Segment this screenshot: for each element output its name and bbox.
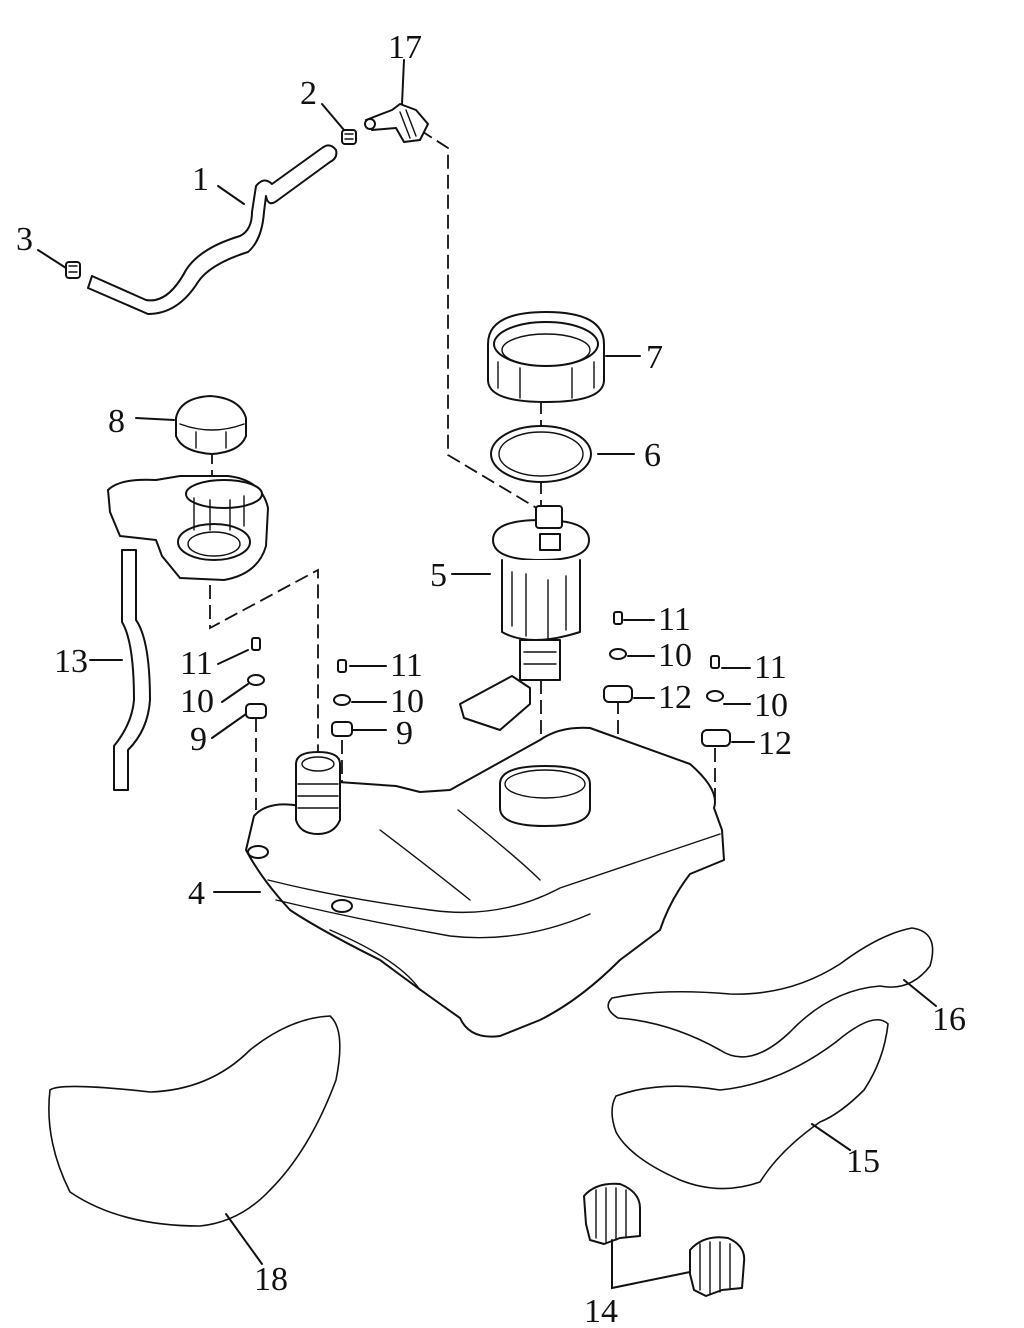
tank-pad-18 bbox=[48, 1015, 341, 1227]
callout-14: 14 bbox=[584, 1293, 618, 1328]
fuel-cap bbox=[175, 395, 247, 455]
callout-3: 3 bbox=[16, 221, 33, 258]
bolt-stack-right-b bbox=[701, 655, 731, 747]
callout-16: 16 bbox=[932, 1001, 966, 1038]
callout-4: 4 bbox=[188, 875, 205, 912]
callout-12-right-a: 12 bbox=[658, 679, 692, 716]
callout-8: 8 bbox=[108, 403, 125, 440]
callout-10-right-a: 10 bbox=[658, 637, 692, 674]
rubber-grommet-a bbox=[583, 1182, 641, 1245]
callout-11-center: 11 bbox=[390, 647, 423, 684]
callout-6: 6 bbox=[644, 437, 661, 474]
callout-12-right-b: 12 bbox=[758, 725, 792, 762]
callout-15: 15 bbox=[846, 1143, 880, 1180]
leader-lines bbox=[37, 59, 937, 1290]
fuel-tank bbox=[245, 726, 725, 1038]
callout-18: 18 bbox=[254, 1261, 288, 1298]
tank-pad-15 bbox=[611, 1018, 889, 1190]
fuel-pump-lock-ring bbox=[487, 311, 605, 403]
callout-9-left: 9 bbox=[190, 721, 207, 758]
hose-clamp-3 bbox=[65, 261, 81, 279]
hose-clamp-2 bbox=[341, 129, 357, 145]
callout-11-right-a: 11 bbox=[658, 601, 691, 638]
fuel-line-connector bbox=[364, 103, 429, 143]
bolt-stack-right-a bbox=[603, 611, 633, 703]
callout-10-center: 10 bbox=[390, 683, 424, 720]
callout-10-left: 10 bbox=[180, 683, 214, 720]
callout-11-right-b: 11 bbox=[754, 649, 787, 686]
callout-9-center: 9 bbox=[396, 715, 413, 752]
vent-hose bbox=[87, 144, 338, 315]
callout-13: 13 bbox=[54, 643, 88, 680]
rubber-grommet-b bbox=[689, 1236, 746, 1297]
callout-1: 1 bbox=[192, 161, 209, 198]
callout-17: 17 bbox=[388, 29, 422, 66]
callout-labels: 1 2 3 17 7 6 5 8 13 11 10 9 11 10 9 11 1… bbox=[16, 29, 966, 1328]
fuel-pump-gasket bbox=[490, 425, 592, 483]
filler-neck-bracket bbox=[107, 475, 269, 581]
fuel-pump-assembly bbox=[459, 505, 590, 731]
callout-10-right-b: 10 bbox=[754, 687, 788, 724]
callout-11-left: 11 bbox=[180, 645, 213, 682]
callout-7: 7 bbox=[646, 339, 663, 376]
drain-hose bbox=[113, 549, 151, 791]
callout-5: 5 bbox=[430, 557, 447, 594]
bolt-stack-left bbox=[245, 637, 267, 719]
bolt-stack-center bbox=[331, 659, 353, 737]
callout-2: 2 bbox=[300, 75, 317, 112]
